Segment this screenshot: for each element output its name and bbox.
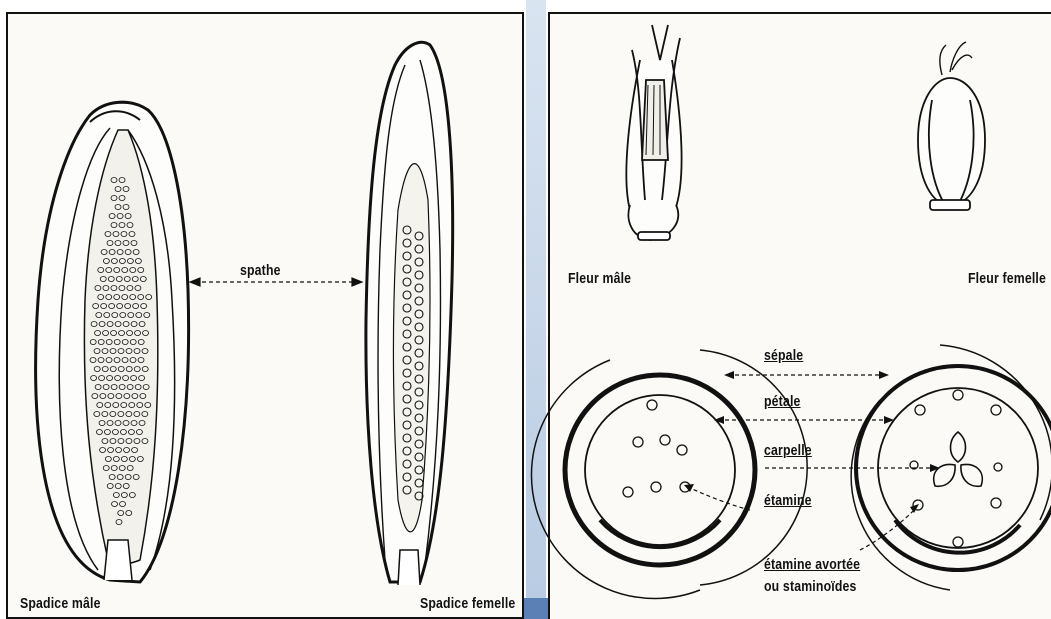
male-flower-label: Fleur mâle [568,270,631,287]
male-spadix-label: Spadice mâle [20,595,101,612]
spathe-label: spathe [240,262,281,279]
male-flower-drawing [626,25,681,240]
petal-label: pétale [764,393,801,410]
aborted-stamen-label-line1: étamine avortée [764,556,860,573]
carpel-label: carpelle [764,442,812,459]
sepal-label: sépale [764,347,803,364]
female-flower-label: Fleur femelle [968,270,1046,287]
female-spadix-label: Spadice femelle [420,595,515,612]
aborted-stamen-label-line2: ou staminoïdes [764,578,857,595]
stamen-pointer [688,487,750,510]
female-floral-diagram [851,345,1051,590]
female-flower-drawing [918,42,985,210]
stamen-label: étamine [764,492,812,509]
